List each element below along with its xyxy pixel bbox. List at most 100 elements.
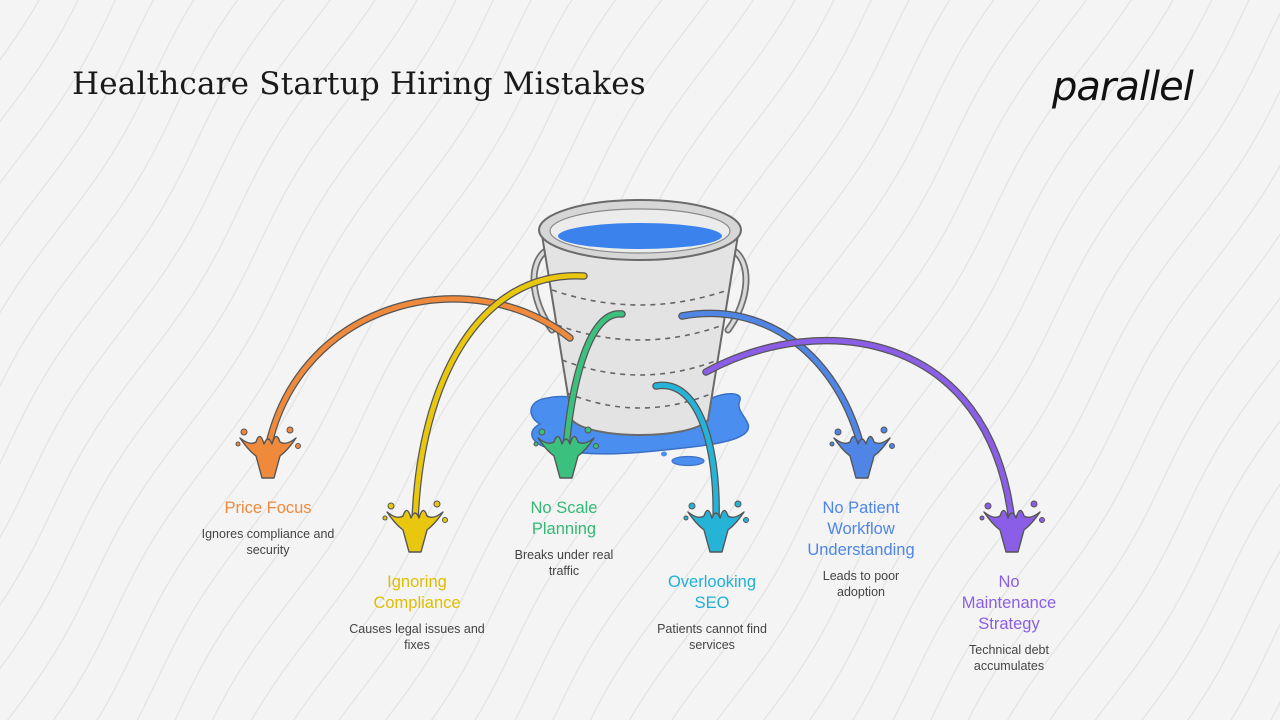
background-line [892, 89, 1280, 720]
splash-droplet [979, 515, 985, 521]
splash-droplet [743, 517, 749, 523]
background-line [671, 0, 1132, 720]
splash-droplet [984, 502, 992, 510]
bucket-body [540, 234, 740, 436]
splash-droplet [889, 443, 895, 449]
background-line [716, 0, 1174, 720]
background-line [589, 0, 1041, 720]
splash-droplet [1030, 500, 1038, 508]
mistake-label: Overlooking SEO [667, 573, 757, 612]
background-line [514, 0, 951, 720]
mistake-description: Leads to poor adoption [822, 569, 900, 599]
background-line [1141, 483, 1280, 720]
splash-droplet [538, 428, 546, 436]
splash-icon [683, 500, 749, 553]
background-line [1094, 420, 1280, 720]
background-line [0, 0, 376, 607]
background-line [0, 0, 79, 123]
mistake-label: No Scale Planning [530, 499, 598, 538]
parallel-logo: parallel [1052, 64, 1194, 110]
splash-droplet [295, 443, 301, 449]
mistake-label: Ignoring Compliance [373, 573, 461, 612]
splash-droplet [829, 441, 835, 447]
background-line [0, 0, 117, 185]
background-line [293, 0, 754, 720]
mistake-ignoring-compliance: Ignoring Compliance Causes legal issues … [342, 572, 492, 653]
bucket-seam [551, 289, 729, 306]
mistake-description: Causes legal issues and fixes [349, 622, 485, 652]
background-line [852, 12, 1280, 720]
background-line [808, 0, 1250, 720]
mistake-label: No Patient Workflow Understanding [807, 499, 915, 559]
leak-stream [563, 311, 625, 451]
bucket-seam [566, 392, 714, 409]
splash-icon [533, 426, 599, 479]
mistake-price-focus: Price Focus Ignores compliance and secur… [193, 498, 343, 558]
leak-streams [264, 272, 1016, 526]
background-line [930, 164, 1280, 720]
background-line [628, 0, 1088, 720]
background-line [338, 0, 796, 720]
mistake-no-maintenance-strategy: No Maintenance Strategy Technical debt a… [934, 572, 1084, 674]
splash-droplet [382, 515, 388, 521]
bucket-seam [556, 324, 724, 341]
splash-droplet [688, 502, 696, 510]
leak-stream [412, 273, 587, 525]
background-line [250, 0, 710, 720]
bucket-water [558, 223, 722, 249]
mistake-no-scale-planning: No Scale Planning Breaks under real traf… [489, 498, 639, 579]
splash-icon [979, 500, 1045, 553]
page-title: Healthcare Startup Hiring Mistakes [72, 66, 646, 102]
splash-icon [829, 426, 895, 479]
background-line [0, 0, 418, 670]
mistake-description: Technical debt accumulates [969, 643, 1049, 673]
mistake-no-patient-workflow: No Patient Workflow Understanding Leads … [786, 498, 936, 600]
splash-droplet [442, 517, 448, 523]
splash-droplet [387, 502, 395, 510]
splash-droplet [834, 428, 842, 436]
background-line [6, 0, 457, 720]
background-line [0, 0, 155, 247]
background-line [0, 0, 195, 314]
splash-droplet [433, 500, 441, 508]
splash-droplet [235, 441, 241, 447]
splash-droplet [286, 426, 294, 434]
background-line [762, 0, 1213, 720]
background-line [1187, 550, 1280, 720]
background-line [1049, 358, 1280, 720]
splash-droplet [593, 443, 599, 449]
water-drop [671, 455, 705, 467]
background-line [967, 233, 1280, 720]
splash-droplet [734, 500, 742, 508]
bucket-seam [561, 359, 719, 376]
background-line [1006, 297, 1280, 720]
background-line [136, 0, 573, 720]
background-line [0, 0, 331, 539]
splash-droplet [533, 441, 539, 447]
leak-stream-outline [264, 295, 574, 452]
mistake-overlooking-seo: Overlooking SEO Patients cannot find ser… [637, 572, 787, 653]
water-drop [661, 451, 667, 457]
splash-icon [235, 426, 301, 479]
splash-droplet [584, 426, 592, 434]
bucket-handle [726, 248, 748, 332]
leak-splashes [235, 426, 1045, 553]
mistake-description: Breaks under real traffic [514, 548, 614, 578]
leak-stream [653, 382, 719, 523]
background-line [211, 0, 663, 720]
leak-stream [703, 338, 1015, 525]
splash-droplet [683, 515, 689, 521]
background-line [174, 0, 617, 720]
mistake-label: No Maintenance Strategy [961, 573, 1057, 633]
background-line [96, 0, 532, 720]
splash-droplet [240, 428, 248, 436]
mistake-description: Ignores compliance and security [201, 527, 335, 557]
splash-droplet [1039, 517, 1045, 523]
background-line [552, 0, 995, 720]
background-line [0, 0, 285, 465]
leak-stream [265, 296, 573, 451]
background-line [52, 0, 494, 720]
mistake-description: Patients cannot find services [657, 622, 767, 652]
